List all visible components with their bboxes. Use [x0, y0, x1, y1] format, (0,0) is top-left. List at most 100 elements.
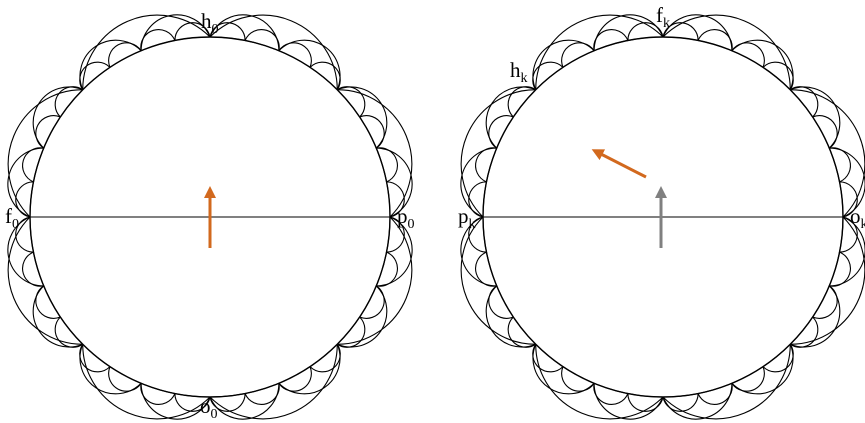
geodesic-arc	[108, 42, 142, 68]
label-ok: ok	[850, 204, 865, 232]
geodesic-arc	[532, 39, 595, 90]
left-disk	[7, 14, 413, 420]
geodesic-arc	[79, 61, 111, 91]
geodesic-arc	[662, 393, 699, 412]
geodesic-arc	[507, 86, 537, 118]
geodesic-arc	[731, 366, 765, 392]
geodesic-arc	[762, 343, 794, 373]
geodesic-arc	[697, 383, 733, 405]
geodesic-arc	[475, 251, 497, 287]
geodesic-arc	[488, 115, 514, 149]
geodesic-arc	[662, 36, 844, 218]
geodesic-arc	[386, 181, 405, 218]
geodesic-arc	[15, 216, 34, 253]
label-hk: hk	[510, 58, 528, 86]
geodesic-arc	[32, 285, 83, 348]
geodesic-arc	[662, 383, 733, 420]
geodesic-arc	[140, 29, 176, 51]
geodesic-arc	[662, 14, 791, 90]
geodesic-arc	[789, 316, 819, 348]
geodesic-arc	[485, 285, 536, 348]
geodesic-arc	[789, 86, 819, 118]
geodesic-arc	[22, 251, 44, 287]
geodesic-arc	[174, 393, 211, 412]
geodesic-arc	[22, 147, 44, 183]
geodesic-arc	[209, 36, 391, 218]
geodesic-arc	[812, 285, 838, 319]
geodesic-arc	[140, 14, 211, 51]
geodesic-arc	[35, 115, 61, 149]
geodesic-arc	[82, 14, 211, 90]
geodesic-arc	[507, 316, 537, 348]
geodesic-arc	[309, 61, 341, 91]
geodesic-arc	[79, 344, 142, 395]
geodesic-arc	[488, 285, 514, 319]
geodesic-arc	[561, 366, 595, 392]
geodesic-arc	[79, 39, 142, 90]
geodesic-arc	[731, 39, 794, 90]
geodesic-arc	[32, 86, 83, 149]
right-disk-geodesics	[460, 14, 865, 420]
geodesic-arc	[593, 383, 629, 405]
geodesic-arc	[244, 29, 280, 51]
geodesic-arc	[812, 115, 838, 149]
geodesic-arc	[485, 86, 536, 149]
geodesic-arc	[532, 344, 595, 395]
label-o0: o0	[200, 394, 218, 422]
geodesic-arc	[627, 22, 664, 41]
geodesic-arc	[278, 366, 312, 392]
geodesic-arc	[762, 61, 794, 91]
geodesic-arc	[7, 216, 83, 345]
right-disk	[460, 14, 865, 420]
geodesic-arc	[839, 216, 858, 253]
geodesic-arc	[7, 89, 83, 218]
geodesic-arc	[29, 216, 211, 398]
geodesic-arc	[7, 147, 44, 218]
geodesic-arc	[662, 216, 844, 398]
geodesic-arc	[662, 14, 733, 51]
geodesic-arc	[790, 89, 865, 218]
geodesic-arc	[482, 216, 664, 398]
geodesic-arc	[337, 89, 413, 218]
label-h0: h0	[201, 9, 219, 37]
geodesic-arc	[35, 285, 61, 319]
geodesic-arc	[627, 393, 664, 412]
geodesic-arc	[532, 343, 564, 373]
geodesic-arc	[731, 42, 765, 68]
geodesic-arc	[468, 181, 487, 218]
geodesic-arc	[209, 14, 338, 90]
geodesic-arc	[535, 344, 664, 420]
geodesic-arc	[278, 42, 312, 68]
geodesic-arc	[386, 216, 405, 253]
geodesic-arc	[140, 383, 176, 405]
geodesic-arc	[79, 343, 111, 373]
geodesic-arc	[790, 216, 865, 345]
left-disk-geodesics	[7, 14, 413, 420]
geodesic-arc	[535, 14, 664, 90]
geodesic-arc	[336, 86, 366, 118]
geodesic-arc	[336, 316, 366, 348]
geodesic-arc	[278, 39, 341, 90]
geodesic-arc	[376, 147, 398, 183]
geodesic-arc	[174, 22, 211, 41]
geodesic-arc	[468, 216, 487, 253]
right-orange-arrow	[591, 149, 647, 179]
geodesic-arc	[244, 383, 280, 405]
geodesic-arc	[309, 343, 341, 373]
geodesic-arc	[82, 344, 211, 420]
geodesic-arc	[790, 285, 841, 348]
geodesic-arc	[790, 86, 841, 149]
geodesic-arc	[460, 89, 536, 218]
geodesic-arc	[697, 29, 733, 51]
geodesic-arc	[209, 22, 246, 41]
label-fk: fk	[656, 3, 670, 31]
geodesic-arc	[460, 216, 536, 345]
geodesic-arc	[209, 216, 391, 398]
geodesic-arc	[561, 42, 595, 68]
geodesic-arc	[108, 366, 142, 392]
geodesic-arc	[278, 344, 341, 395]
geodesic-arc	[593, 29, 629, 51]
geodesic-arc	[593, 14, 664, 51]
geodesic-arc	[593, 383, 664, 420]
